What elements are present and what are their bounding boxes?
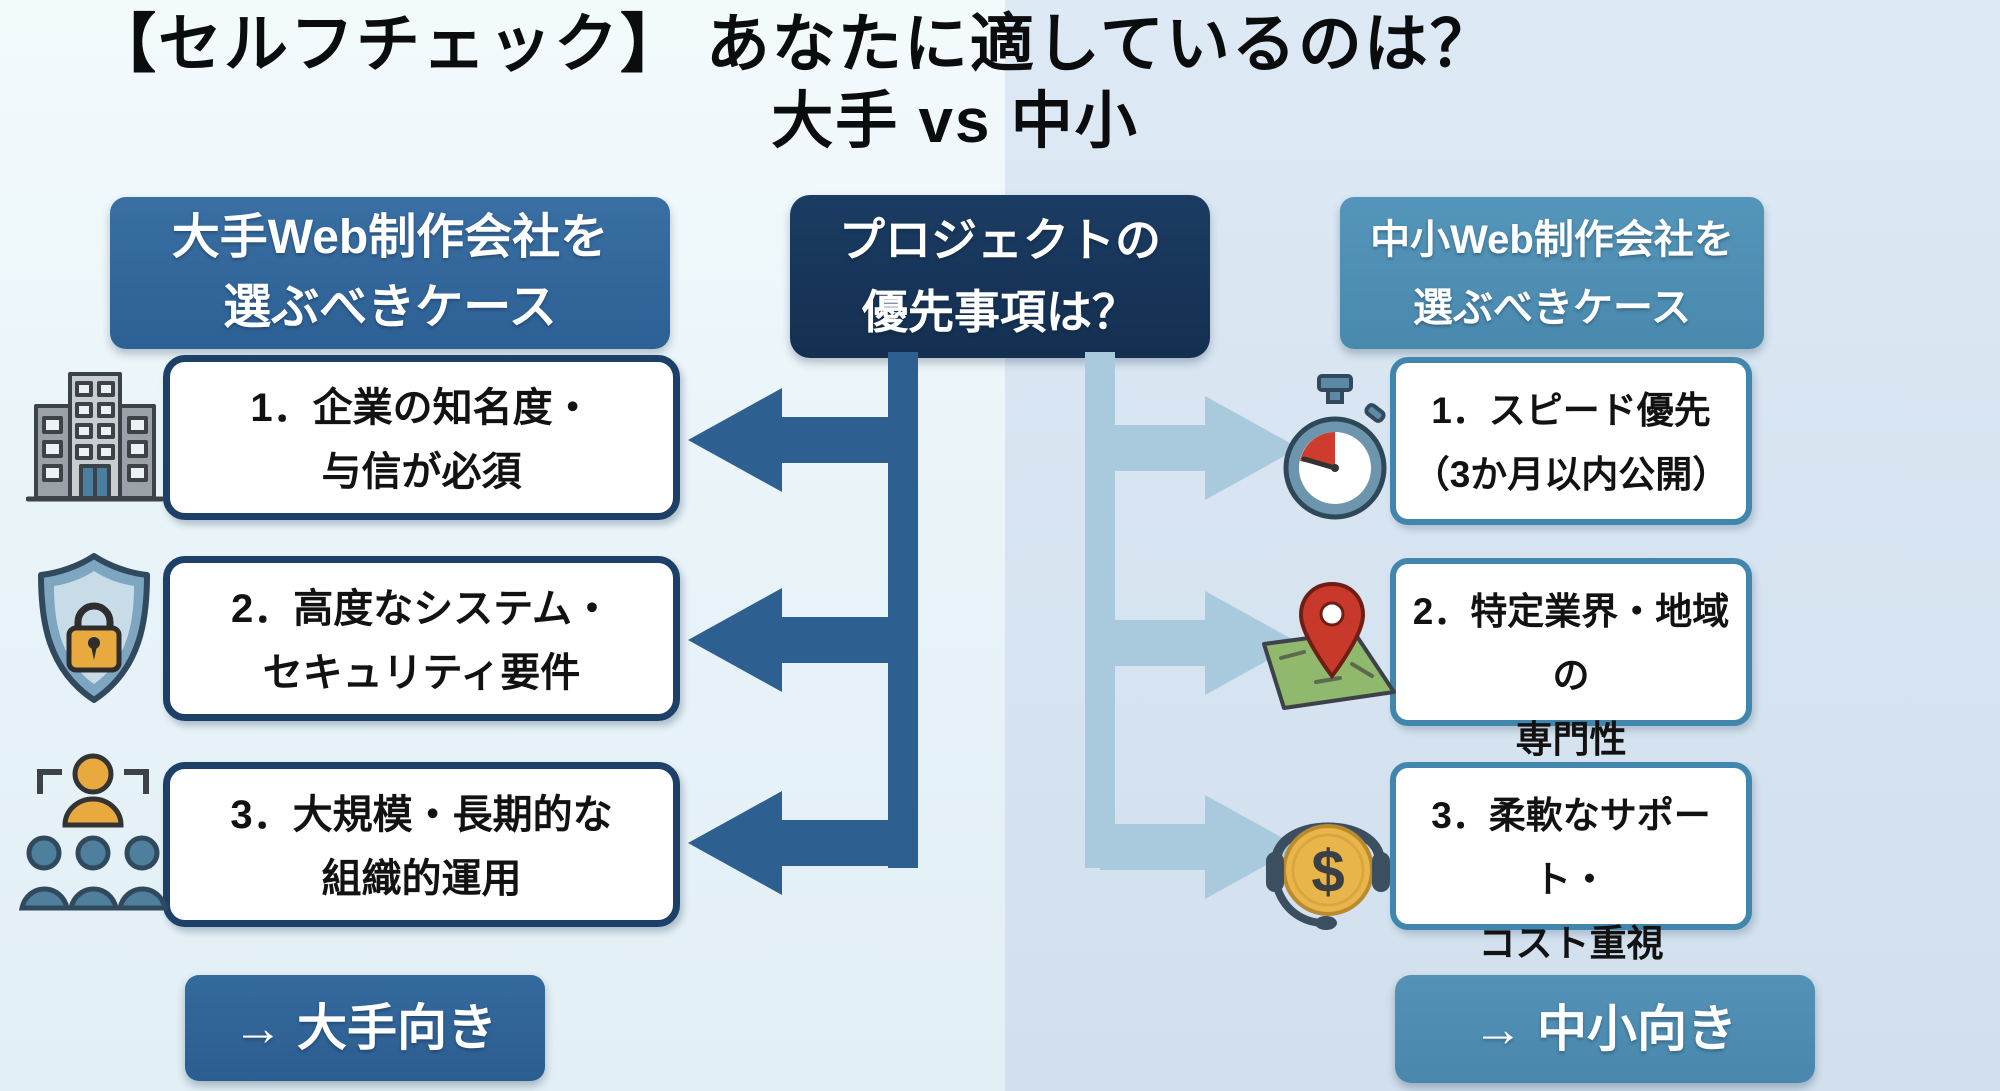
left-item-2-line1: 2．高度なシステム・: [230, 587, 613, 631]
right-arrow-2-shaft: [1100, 620, 1208, 666]
support-cost-icon: $: [1260, 780, 1396, 930]
right-header-line1: 中小Web制作会社を: [1370, 218, 1734, 262]
left-item-2-line2: セキュリティ要件: [262, 651, 581, 695]
left-header-line1: 大手Web制作会社を: [171, 211, 609, 264]
right-item-3-line2: コスト重視: [1478, 923, 1664, 964]
right-arrow-1-head: [1205, 396, 1299, 500]
page-title-line2: 大手 vs 中小: [771, 87, 1139, 156]
svg-text:$: $: [1311, 838, 1344, 905]
right-item-1-line1: 1．スピード優先: [1431, 390, 1711, 431]
left-arrow-1-shaft: [780, 417, 906, 463]
left-item-3-line2: 組織的運用: [321, 857, 522, 901]
left-column-header: 大手Web制作会社を 選ぶべきケース: [110, 197, 670, 349]
left-item-2: 2．高度なシステム・ セキュリティ要件: [163, 556, 680, 721]
right-item-3-line1: 3．柔軟なサポート・: [1431, 795, 1711, 900]
right-item-2-line2: 専門性: [1515, 719, 1627, 760]
center-question-line1: プロジェクトの: [839, 214, 1161, 266]
page-title-line1: 【セルフチェック】 あなたに適しているのは？: [92, 8, 1496, 80]
left-item-3: 3．大規模・長期的な 組織的運用: [163, 762, 680, 927]
stopwatch-icon: [1282, 372, 1390, 540]
left-item-1-line1: 1．企業の知名度・: [250, 386, 593, 430]
right-item-2: 2．特定業界・地域の 専門性: [1390, 558, 1752, 760]
left-item-1-line2: 与信が必須: [321, 450, 522, 494]
shield-lock-icon: [30, 550, 158, 708]
right-header-line2: 選ぶべきケース: [1413, 286, 1691, 330]
center-question-box: プロジェクトの 優先事項は？: [790, 195, 1210, 358]
left-arrow-3-head: [688, 791, 782, 895]
team-icon: [16, 740, 170, 928]
right-item-3: 3．柔軟なサポート・ コスト重視: [1390, 762, 1752, 964]
left-arrow-2-head: [688, 588, 782, 692]
left-verdict-badge: → 大手向き: [185, 975, 545, 1081]
right-verdict-badge: → 中小向き: [1395, 975, 1815, 1083]
left-arrow-2-shaft: [780, 617, 906, 663]
building-icon: [25, 366, 165, 508]
left-arrow-1-head: [688, 388, 782, 492]
right-arrow-3-shaft: [1100, 824, 1208, 870]
left-header-line2: 選ぶべきケース: [223, 281, 557, 334]
center-question-line2: 優先事項は？: [862, 286, 1138, 338]
right-column-header: 中小Web制作会社を 選ぶべきケース: [1340, 197, 1764, 349]
left-item-3-line1: 3．大規模・長期的な: [230, 793, 613, 837]
left-item-1: 1．企業の知名度・ 与信が必須: [163, 355, 680, 520]
right-item-2-line1: 2．特定業界・地域の: [1412, 591, 1730, 696]
left-arrow-3-shaft: [780, 820, 906, 866]
right-item-1: 1．スピード優先 （3か月以内公開）: [1390, 357, 1752, 525]
right-arrow-1-shaft: [1100, 425, 1208, 471]
map-pin-icon: [1256, 578, 1400, 714]
right-item-1-line2: （3か月以内公開）: [1412, 454, 1730, 495]
